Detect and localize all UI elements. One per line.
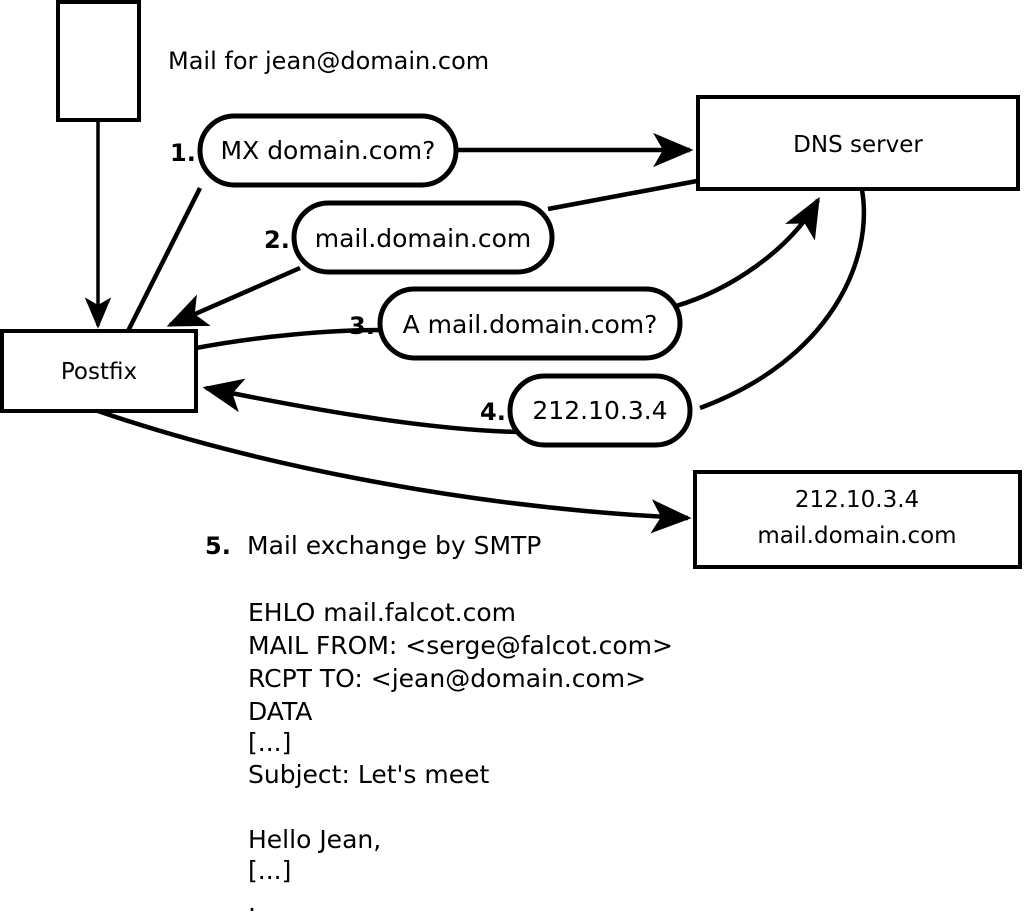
step-4-label: 212.10.3.4 xyxy=(532,396,667,425)
step-4-number: 4. xyxy=(480,398,506,426)
transcript-line: Hello Jean, xyxy=(248,825,381,854)
connector-step2-to-postfix xyxy=(166,265,301,328)
postfix-box xyxy=(0,329,198,413)
step-5-label: Mail exchange by SMTP xyxy=(247,531,541,560)
destination-ip-label: 212.10.3.4 xyxy=(795,487,919,513)
step-1-number: 1. xyxy=(170,139,196,167)
postfix-label: Postfix xyxy=(61,359,137,385)
transcript-line: . xyxy=(248,888,256,917)
dns-server-box xyxy=(696,95,1020,191)
destination-host-label: mail.domain.com xyxy=(757,523,956,549)
sender-box xyxy=(56,0,141,122)
step-4-bubble-group: 212.10.3.4 xyxy=(507,373,693,448)
connector-dns-to-step4 xyxy=(699,189,867,411)
transcript-line: RCPT TO: <jean@domain.com> xyxy=(248,664,646,693)
connector-postfix-to-destination xyxy=(97,408,692,534)
step-2-label: mail.domain.com xyxy=(315,224,531,253)
diagram-title: Mail for jean@domain.com xyxy=(168,47,489,75)
step-2-number: 2. xyxy=(264,226,290,254)
connector-postfix-to-step3 xyxy=(195,327,381,351)
connector-step4-to-postfix xyxy=(202,378,521,435)
transcript-line: MAIL FROM: <serge@falcot.com> xyxy=(248,631,673,660)
step-1-bubble xyxy=(197,113,459,188)
transcript-line: EHLO mail.falcot.com xyxy=(248,598,516,627)
transcript-line: Subject: Let's meet xyxy=(248,760,489,789)
step-1-bubble-group: MX domain.com? xyxy=(197,113,459,188)
step-5-number: 5. xyxy=(205,532,231,560)
step-2-bubble xyxy=(291,200,555,275)
step-4-bubble xyxy=(507,373,693,448)
dns-server-label: DNS server xyxy=(793,132,923,158)
transcript-line: [...] xyxy=(248,856,291,885)
step-2-bubble-group: mail.domain.com xyxy=(291,200,555,275)
connector-postfix-to-step1 xyxy=(125,186,203,333)
step-3-bubble-group: A mail.domain.com? xyxy=(377,286,683,361)
transcript-line: DATA xyxy=(248,697,312,726)
node-postfix: Postfix xyxy=(0,329,198,413)
node-destination-server: 212.10.3.4 mail.domain.com xyxy=(693,470,1022,569)
step-3-label: A mail.domain.com? xyxy=(403,310,658,339)
step-3-bubble xyxy=(377,286,683,361)
smtp-transcript: EHLO mail.falcot.com MAIL FROM: <serge@f… xyxy=(248,598,673,917)
step-1-label: MX domain.com? xyxy=(221,136,436,165)
connector-dns-to-step2 xyxy=(547,178,698,212)
destination-box xyxy=(693,470,1022,569)
connector-step3-to-dns xyxy=(675,196,820,309)
transcript-line: [...] xyxy=(248,728,291,757)
step-3-number: 3. xyxy=(349,312,375,340)
node-dns-server: DNS server xyxy=(696,95,1020,191)
